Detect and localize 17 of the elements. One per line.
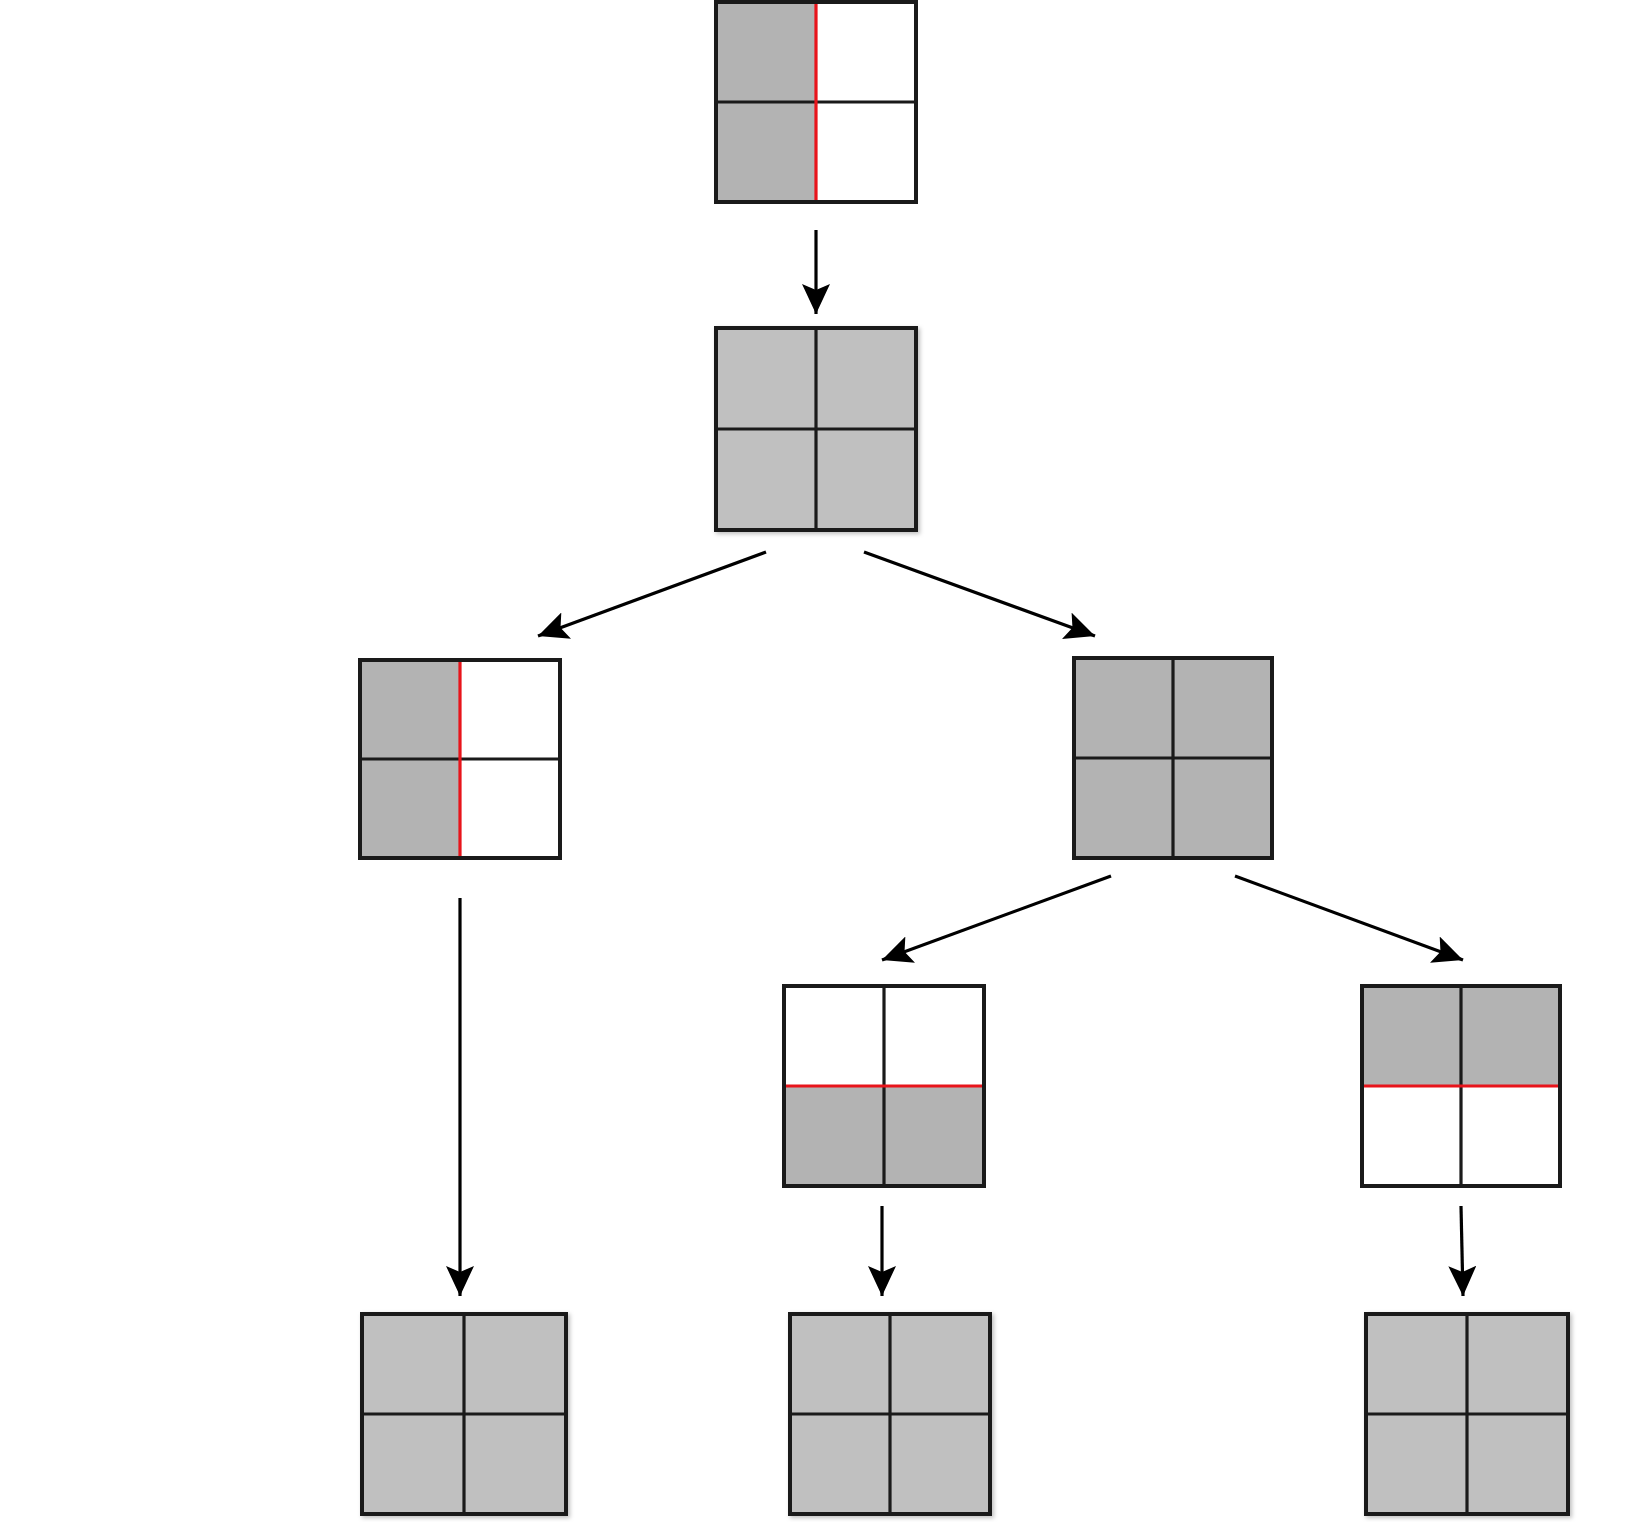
- grid-square: [788, 1312, 992, 1516]
- grid-square: [714, 326, 918, 532]
- grid-square: [358, 658, 562, 860]
- grid-square: [360, 1312, 568, 1516]
- arrow: [863, 550, 1096, 639]
- grid-square: [1072, 656, 1274, 860]
- arrow: [537, 550, 767, 639]
- arrow: [881, 874, 1112, 963]
- arrow: [1448, 1205, 1477, 1297]
- grid-square: [782, 984, 986, 1188]
- grid-square: [714, 0, 918, 204]
- grid-square: [1364, 1312, 1570, 1516]
- arrow: [868, 1206, 896, 1296]
- grid-square: [1360, 984, 1562, 1188]
- arrow: [802, 230, 830, 314]
- arrow: [446, 898, 474, 1296]
- arrow: [1234, 874, 1464, 963]
